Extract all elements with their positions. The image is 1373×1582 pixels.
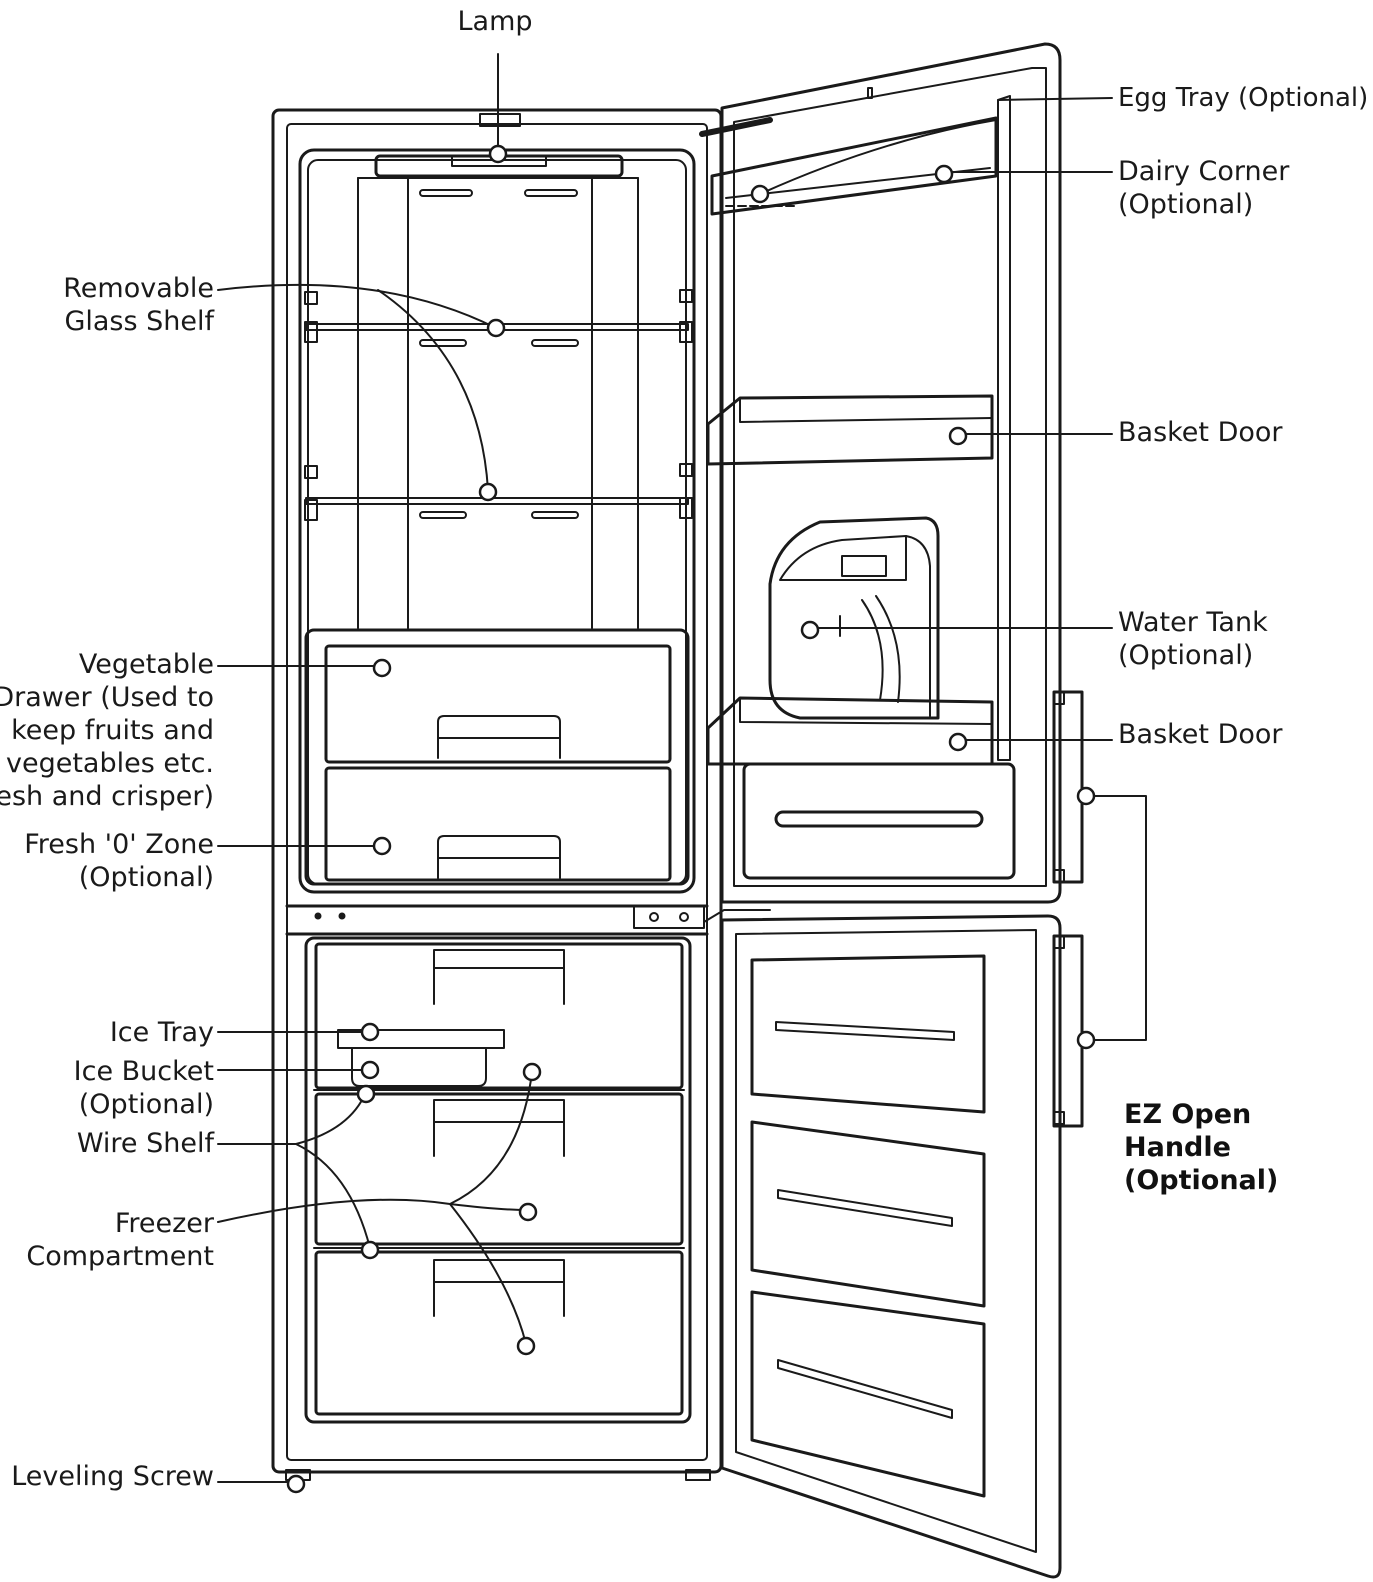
freezer-interior	[285, 936, 711, 1481]
cabinet	[271, 108, 723, 1474]
label-vegetable-drawer: Vegetable Drawer (Used to keep fruits an…	[0, 649, 214, 812]
freezer-door	[720, 914, 1084, 1579]
glass-shelves	[305, 323, 689, 505]
label-ez-open-handle: EZ Open Handle (Optional)	[1124, 1099, 1279, 1196]
label-dairy-corner: Dairy Corner (Optional)	[1118, 156, 1290, 220]
label-egg-tray: Egg Tray (Optional)	[1118, 83, 1369, 113]
water-tank	[768, 516, 940, 720]
callout-markers	[286, 144, 1096, 1494]
fridge-door	[699, 42, 1084, 904]
label-fresh-zone: Fresh '0' Zone (Optional)	[24, 829, 214, 893]
label-basket-door-upper: Basket Door	[1118, 417, 1283, 448]
crisper-drawers	[304, 628, 690, 886]
label-lamp: Lamp	[457, 6, 533, 37]
label-basket-door-lower: Basket Door	[1118, 719, 1283, 750]
label-freezer-compartment: Freezer Compartment	[26, 1208, 214, 1272]
label-water-tank: Water Tank (Optional)	[1118, 607, 1268, 671]
fridge-interior	[298, 148, 696, 894]
label-wire-shelf: Wire Shelf	[76, 1128, 214, 1159]
label-ice-bucket: Ice Bucket (Optional)	[73, 1056, 214, 1120]
label-ice-tray: Ice Tray	[109, 1017, 214, 1048]
middle-panel	[314, 905, 771, 929]
label-leveling-screw: Leveling Screw	[11, 1461, 214, 1492]
label-removable-glass-shelf: Removable Glass Shelf	[63, 273, 214, 337]
leader-lines	[217, 53, 1147, 1483]
